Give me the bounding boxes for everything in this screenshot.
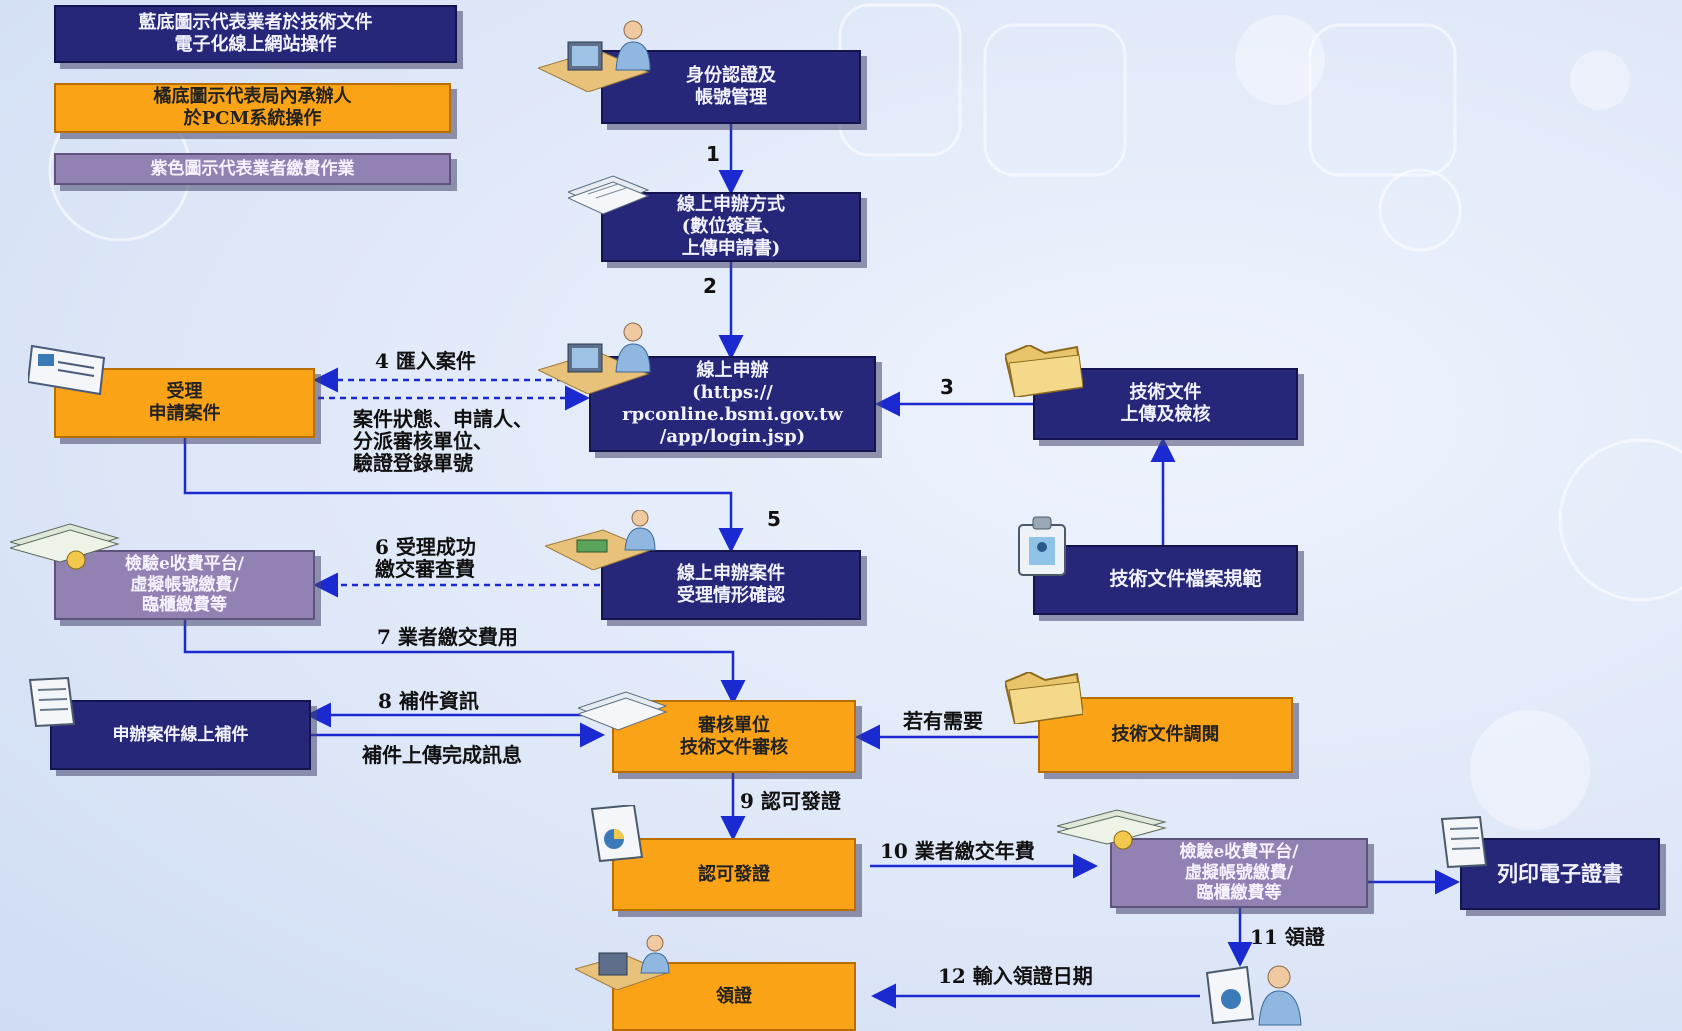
legend-orange: 橘底圖示代表局內承辦人 於PCM系統操作 [54, 83, 451, 133]
user-computer-icon [575, 935, 670, 990]
money-stack-icon [10, 523, 120, 570]
step-3-label: 3 [940, 375, 954, 399]
import-case-label: 4 匯入案件 [375, 349, 476, 373]
step-2-label: 2 [703, 274, 717, 298]
user-computer-icon [545, 510, 656, 570]
tech-spec-box: 技術文件檔案規範 [1033, 545, 1298, 615]
annual-fee-label: 10 業者繳交年費 [880, 839, 1035, 863]
supplement-done-label: 補件上傳完成訊息 [362, 743, 522, 767]
accept-confirm-box: 線上申辦案件 受理情形確認 [601, 550, 861, 620]
legend-purple: 紫色圖示代表業者繳費作業 [54, 153, 451, 185]
documents-icon [28, 676, 76, 728]
payment-box-1: 檢驗e收費平台/ 虛擬帳號繳費/ 臨櫃繳費等 [54, 550, 315, 620]
supplement-box: 申辦案件線上補件 [50, 700, 311, 770]
user-computer-icon [538, 20, 651, 92]
print-certificate-box: 列印電子證書 [1460, 838, 1660, 910]
supplement-info-label: 8 補件資訊 [378, 689, 479, 713]
case-status-label: 案件狀態、申請人、 分派審核單位、 驗證登錄單號 [353, 407, 533, 475]
folder-icon [1005, 345, 1083, 397]
user-computer-icon [538, 322, 651, 394]
input-date-label: 12 輸入領證日期 [938, 964, 1093, 988]
folder-icon [1005, 672, 1083, 724]
receive-cert-label: 11 領證 [1250, 925, 1325, 949]
documents-icon [568, 175, 650, 215]
documents-icon [1440, 815, 1488, 869]
pay-fee-label: 7 業者繳交費用 [377, 625, 518, 649]
id-badge-icon [1018, 516, 1066, 576]
step-5-label: 5 [767, 507, 781, 531]
report-icon [590, 805, 644, 863]
legend-blue: 藍底圖示代表業者於技術文件 電子化線上網站操作 [54, 5, 457, 63]
online-method-box: 線上申辦方式 (數位簽章、 上傳申請書) [601, 192, 861, 262]
approve-box: 認可發證 [612, 838, 856, 911]
card-icon [28, 344, 106, 396]
accept-success-label: 6 受理成功 繳交審查費 [375, 535, 476, 581]
approve-issue-label: 9 認可發證 [740, 789, 841, 813]
if-needed-label: 若有需要 [903, 709, 983, 733]
documents-icon [578, 691, 668, 731]
step-1-label: 1 [706, 142, 720, 166]
user-report-icon [1205, 965, 1302, 1026]
money-stack-icon [1057, 809, 1167, 850]
payment-box-2: 檢驗e收費平台/ 虛擬帳號繳費/ 臨櫃繳費等 [1110, 838, 1368, 908]
